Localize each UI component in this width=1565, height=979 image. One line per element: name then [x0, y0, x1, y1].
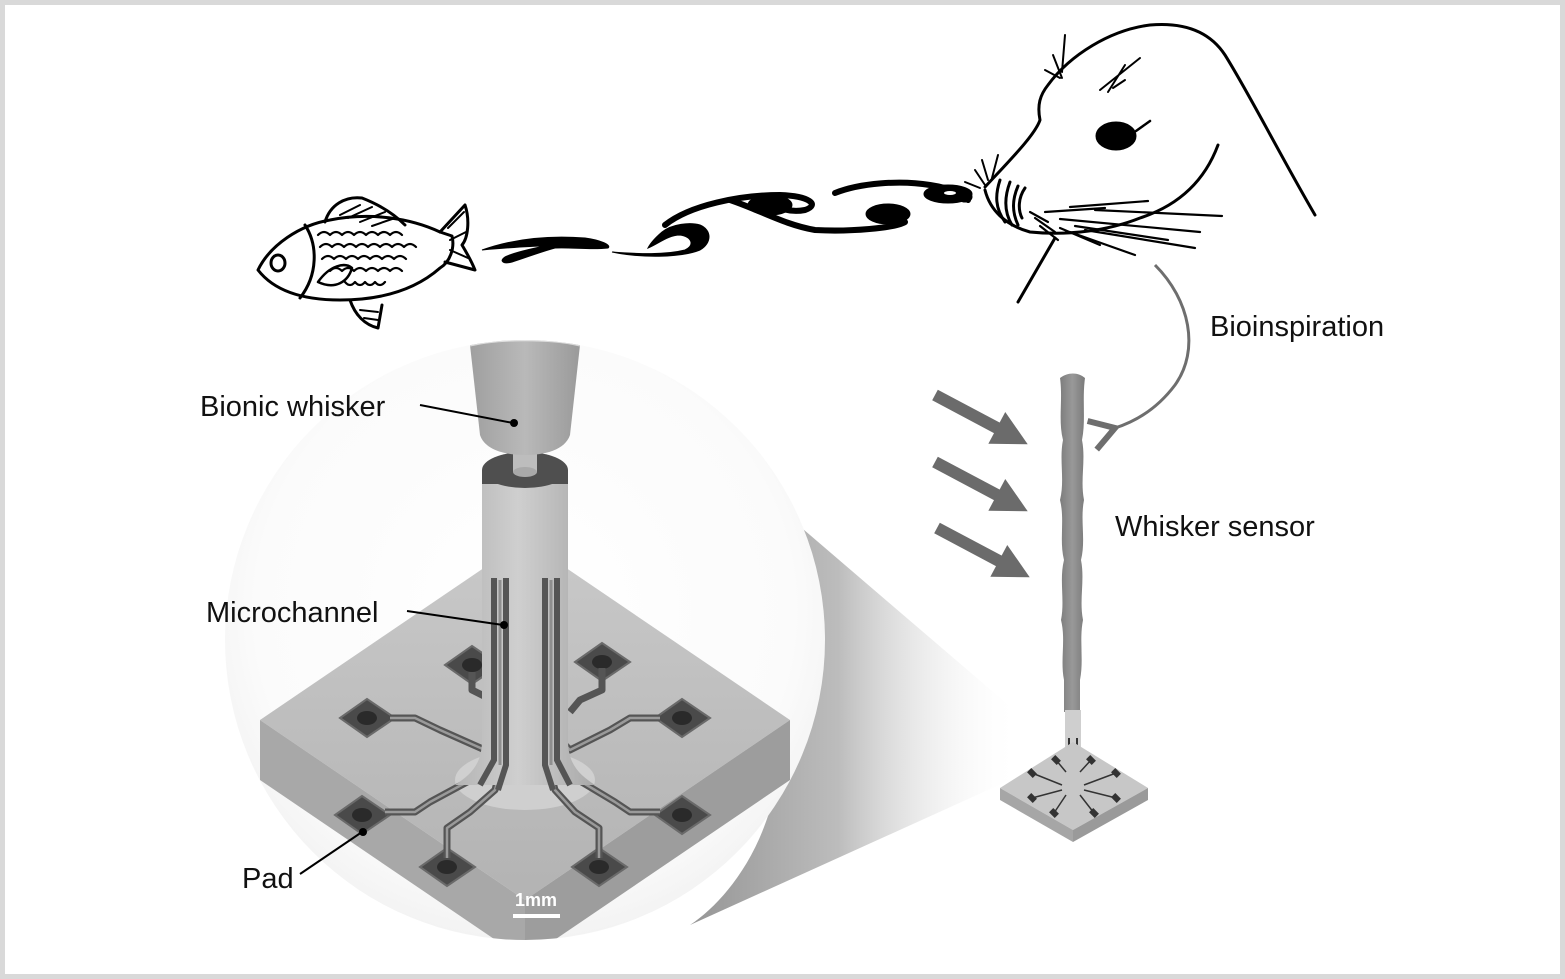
- pad: [418, 846, 477, 888]
- seal-top-whiskers: [1044, 34, 1066, 79]
- whisker-sensor: [1000, 373, 1148, 842]
- fish-scales: [316, 230, 418, 287]
- bionic-whisker-cap: [470, 340, 580, 455]
- pad: [653, 697, 712, 739]
- seal-illustration: [964, 22, 1317, 304]
- bionic-whisker-leader: [419, 404, 514, 424]
- vortex-3: [747, 194, 793, 216]
- vortex-2: [611, 223, 710, 257]
- fish-body-outline: [256, 214, 455, 302]
- fish-dorsal-fin: [323, 196, 407, 227]
- pads: [333, 641, 712, 888]
- scale-bar-label: 1mm: [515, 890, 557, 910]
- seal-whiskers: [1028, 199, 1224, 257]
- bioinspiration-label: Bioinspiration: [1210, 311, 1384, 343]
- seal-head-outline: [983, 22, 1317, 217]
- stem-microchannels: [477, 578, 573, 791]
- seal-eye: [1095, 121, 1137, 151]
- seal-nose: [957, 191, 973, 203]
- seal-jaw: [983, 143, 1220, 235]
- microchannel-leader: [406, 610, 504, 626]
- flow-arrows: [932, 389, 1030, 578]
- magnified-view: 1mm: [225, 340, 825, 940]
- base-plate-side-left: [260, 720, 525, 940]
- vortex-wake: [481, 179, 973, 264]
- microchannel-label: Microchannel: [206, 597, 378, 629]
- vortex-4: [865, 203, 911, 225]
- bioinspiration-arrow: [1086, 263, 1191, 452]
- seal-brow: [1099, 57, 1141, 93]
- base-plate-side-right: [525, 720, 790, 940]
- pad: [653, 794, 712, 836]
- flow-arrow: [932, 389, 1028, 445]
- pad: [573, 641, 632, 683]
- fish-gill-line: [298, 223, 316, 300]
- pad-label: Pad: [242, 863, 294, 895]
- pad-leader: [299, 831, 363, 875]
- pad-dot: [359, 828, 367, 836]
- fish-eye: [269, 253, 287, 273]
- vortex-1: [481, 236, 610, 264]
- whisker-sensor-base-top: [1000, 742, 1148, 830]
- flow-arrow: [932, 456, 1028, 512]
- flow-arrow: [934, 522, 1030, 578]
- whisker-shaft: [1060, 373, 1085, 712]
- fish-pelvic-fin: [348, 298, 384, 330]
- bionic-whisker-label: Bionic whisker: [200, 391, 386, 423]
- pad: [570, 846, 629, 888]
- microchannel-dot: [500, 621, 508, 629]
- whisker-sensor-label: Whisker sensor: [1115, 511, 1315, 543]
- seal-nose-whiskers: [964, 154, 999, 189]
- fish-illustration: [256, 196, 477, 330]
- bionic-whisker-dot: [510, 419, 518, 427]
- fish-tail: [438, 203, 477, 272]
- seal-neck: [1016, 236, 1057, 304]
- scale-bar: [513, 914, 560, 918]
- seal-muzzle-lines: [995, 178, 1027, 227]
